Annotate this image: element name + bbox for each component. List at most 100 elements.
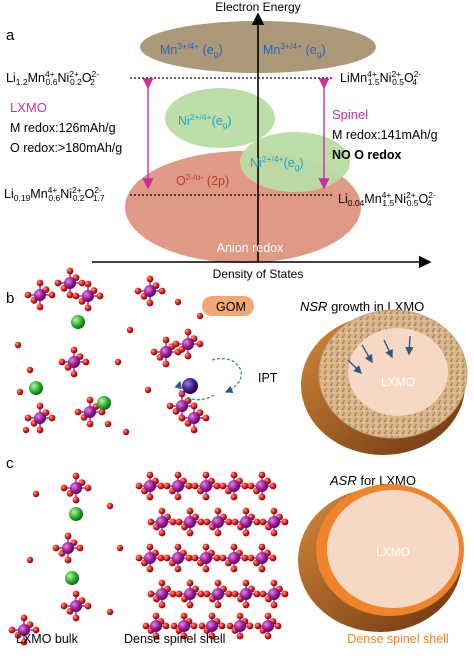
oxygen-atom <box>146 299 154 307</box>
oxygen-atom <box>58 358 66 366</box>
oxygen-atom <box>214 529 222 537</box>
oxygen-atom <box>184 328 192 336</box>
oxygen-atom <box>32 626 40 634</box>
formula-right-bottom: Li0.04Mn4+1.5Ni2+0.5O2-4 <box>338 190 436 208</box>
oxygen-atom <box>70 370 78 378</box>
oxygen-atom <box>242 579 250 587</box>
oxygen-atom <box>96 292 104 300</box>
lxmo-bulk-label: LXMO bulk <box>16 632 79 646</box>
oxygen-atom <box>26 556 34 564</box>
oxygen-atom <box>270 579 278 587</box>
oxygen-atom <box>231 590 239 598</box>
ni-band-left <box>165 88 275 148</box>
mn-atom <box>156 588 168 600</box>
oxygen-atom <box>213 482 221 490</box>
oxygen-atom <box>60 484 68 492</box>
oxygen-atom <box>106 608 114 616</box>
oxygen-atom <box>197 590 205 598</box>
formula-left-top: Li1.2Mn4+0.6Ni2+0.2O2-2 <box>6 69 99 87</box>
oxygen-atom <box>270 507 278 515</box>
oxygen-atom <box>202 414 210 422</box>
oxygen-atom <box>186 529 194 537</box>
oxygen-atom <box>158 507 166 515</box>
panel-c-label: c <box>6 455 14 472</box>
oxygen-atom <box>72 472 80 480</box>
mn-atom <box>256 552 268 564</box>
oxygen-atom <box>253 518 261 526</box>
oxygen-atom <box>24 414 32 422</box>
mn-atom <box>144 552 156 564</box>
oxygen-atom <box>172 340 180 348</box>
oxygen-atom <box>281 518 289 526</box>
oxygen-atom <box>20 614 28 622</box>
oxygen-atom <box>190 622 198 630</box>
oxygen-atom <box>162 622 170 630</box>
oxygen-atom <box>242 507 250 515</box>
oxygen-atom <box>36 303 44 311</box>
electron-energy-label: Electron Energy <box>215 0 300 14</box>
mn-atom <box>234 620 246 632</box>
oxygen-atom <box>214 579 222 587</box>
mn-atom <box>156 516 168 528</box>
spinel-title: Spinel <box>332 107 368 122</box>
oxygen-atom <box>158 601 166 609</box>
oxygen-atom <box>147 590 155 598</box>
mn-atom <box>18 624 30 636</box>
ipt-arrow-back <box>174 380 215 401</box>
oxygen-atom <box>174 298 182 306</box>
gom-label: GOM <box>216 300 246 314</box>
oxygen-atom <box>258 493 266 501</box>
oxygen-atom <box>134 287 142 295</box>
mn-atom <box>256 480 268 492</box>
oxygen-atom <box>219 482 227 490</box>
oxygen-atom <box>158 529 166 537</box>
ipt-arrow <box>211 357 242 394</box>
oxygen-atom <box>269 554 277 562</box>
oxygen-atom <box>226 622 234 630</box>
oxygen-atom <box>72 292 80 300</box>
oxygen-atom <box>24 291 32 299</box>
oxygen-atom <box>186 601 194 609</box>
mn-atom <box>144 285 156 297</box>
oxygen-atom <box>70 346 78 354</box>
oxygen-atom <box>180 632 188 640</box>
oxygen-atom <box>142 622 150 630</box>
oxygen-atom <box>86 420 94 428</box>
mn-atom <box>84 406 96 418</box>
oxygen-atom <box>158 579 166 587</box>
oxygen-atom <box>214 507 222 515</box>
mn-atom <box>212 588 224 600</box>
oxygen-atom <box>76 544 84 552</box>
li-atom <box>71 315 85 329</box>
oxygen-atom <box>150 348 158 356</box>
mn-atom <box>70 482 82 494</box>
oxygen-atom <box>84 280 92 288</box>
oxygen-atom <box>174 493 182 501</box>
formula-right-top: LiMn4+1.5Ni2+0.5O2-4 <box>340 69 421 87</box>
oxygen-atom <box>36 402 44 410</box>
mn-atom <box>228 480 240 492</box>
anion-redox-label: Anion redox <box>217 241 284 255</box>
oxygen-atom <box>230 471 238 479</box>
oxygen-atom <box>186 507 194 515</box>
oxygen-atom <box>52 544 60 552</box>
oxygen-atom <box>162 360 170 368</box>
oxygen-atom <box>8 626 16 634</box>
oxygen-atom <box>157 554 165 562</box>
oxygen-atom <box>36 279 44 287</box>
mn-atom <box>182 338 194 350</box>
oxygen-atom <box>242 529 250 537</box>
oxygen-atom <box>178 414 186 422</box>
nsr-core-label: LXMO <box>381 375 415 389</box>
oxygen-atom <box>170 622 178 630</box>
oxygen-atom <box>66 291 74 299</box>
oxygen-atom <box>20 638 28 646</box>
oxygen-atom <box>213 554 221 562</box>
formula-left-bottom: Li0.19Mn4+0.6Ni2+0.2O2-1.7 <box>4 185 105 203</box>
mn-atom <box>176 400 188 412</box>
oxygen-atom <box>203 518 211 526</box>
oxygen-atom <box>163 482 171 490</box>
oxygen-atom <box>178 390 186 398</box>
lxmo-m-redox: M redox:126mAh/g <box>10 121 116 135</box>
oxygen-atom <box>72 590 80 598</box>
